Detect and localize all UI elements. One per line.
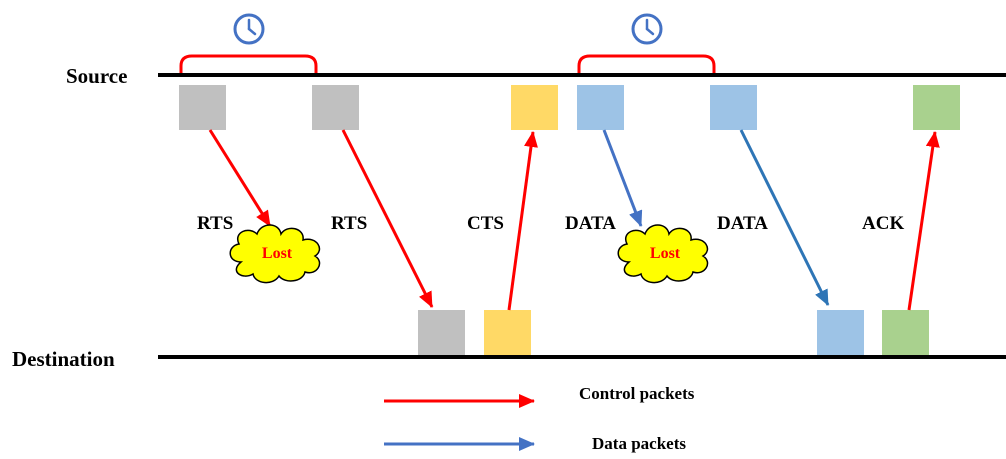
rts-packet-destination: [418, 310, 465, 355]
data-packet-source-1: [577, 85, 624, 130]
rts-arrow-1: [208, 129, 272, 227]
data-label-2: DATA: [717, 213, 768, 234]
cts-packet-source: [511, 85, 558, 130]
timeout-bracket-1: [179, 54, 318, 73]
data-arrow-2: [739, 129, 830, 306]
data-arrow-1: [602, 129, 643, 227]
rts-label-2: RTS: [331, 213, 367, 234]
rts-packet-source-2: [312, 85, 359, 130]
cts-arrow: [507, 131, 538, 311]
ack-packet-source: [913, 85, 960, 130]
cts-packet-destination: [484, 310, 531, 355]
clock-icon: [631, 13, 663, 45]
rts-label-1: RTS: [197, 213, 233, 234]
legend-data-label: Data packets: [592, 434, 686, 453]
timeout-bracket-2: [577, 54, 716, 73]
rts-packet-source-1: [179, 85, 226, 130]
cloud-icon: Lost: [617, 224, 709, 284]
clock-icon: [233, 13, 265, 45]
source-label: Source: [66, 64, 127, 88]
ack-packet-destination: [882, 310, 929, 355]
data-packet-destination: [817, 310, 864, 355]
ack-label: ACK: [862, 213, 904, 234]
legend-control-label: Control packets: [579, 384, 695, 403]
cloud-icon: Lost: [229, 224, 321, 284]
lost-label-2: Lost: [650, 245, 681, 262]
data-packet-source-2: [710, 85, 757, 130]
ack-arrow: [907, 131, 940, 311]
destination-label: Destination: [12, 347, 115, 371]
cts-label: CTS: [467, 213, 504, 234]
rts-arrow-2: [341, 129, 434, 308]
lost-label-1: Lost: [262, 245, 293, 262]
data-label-1: DATA: [565, 213, 616, 234]
